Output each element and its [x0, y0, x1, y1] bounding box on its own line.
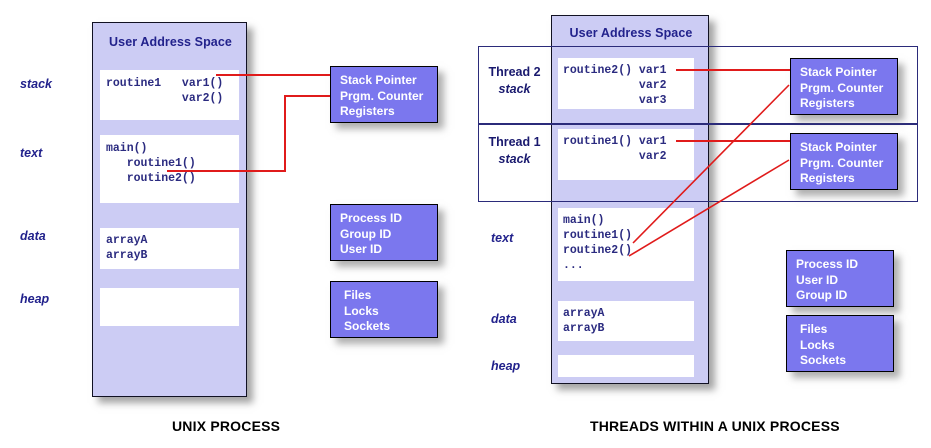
thread-1-registers-box: Stack Pointer Prgm. Counter Registers [790, 133, 898, 190]
thread-1-registers-line-1: Stack Pointer [800, 140, 877, 154]
left-registers-line-1: Stack Pointer [340, 73, 417, 87]
thread-2-sub: stack [498, 82, 531, 96]
left-data-code: arrayA arrayB [106, 234, 148, 262]
left-ids-line-1: Process ID [340, 211, 403, 225]
right-data-code: arrayA arrayB [563, 307, 605, 335]
left-connector-stack-to-registers [216, 74, 331, 76]
right-text-segment: main() routine1() routine2() ... [558, 208, 694, 281]
thread-2-registers-box: Stack Pointer Prgm. Counter Registers [790, 58, 898, 115]
left-ids-line-3: User ID [340, 242, 383, 256]
right-resources-line-1: Files [800, 322, 828, 336]
right-side-label-heap: heap [491, 359, 521, 373]
left-resources-line-1: Files [344, 288, 372, 302]
thread-2-stack-segment: routine2() var1 var2 var3 [558, 58, 694, 109]
thread-1-registers-line-2: Prgm. Counter [800, 155, 884, 170]
left-caption: UNIX PROCESS [172, 418, 281, 434]
left-resources-line-3: Sockets [344, 319, 391, 333]
thread-2-registers-line-3: Registers [800, 96, 855, 110]
right-caption: THREADS WITHIN A UNIX PROCESS [590, 418, 840, 434]
thread-1-name: Thread 1 [488, 135, 541, 149]
thread-1-sub: stack [498, 152, 531, 166]
right-panel-title: User Address Space [569, 26, 693, 40]
left-resources-line-2: Locks [344, 303, 379, 318]
right-heap-segment [558, 355, 694, 377]
left-side-label-heap: heap [20, 292, 50, 306]
left-heap-segment [100, 288, 239, 326]
left-side-label-stack: stack [20, 77, 52, 91]
left-registers-line-2: Prgm. Counter [340, 88, 424, 103]
right-resources-line-2: Locks [800, 337, 835, 352]
left-text-segment: main() routine1() routine2() [100, 135, 239, 203]
left-connector-routine1-vertical [284, 95, 286, 172]
left-ids-line-2: Group ID [340, 226, 392, 241]
right-resources-box: Files Locks Sockets [786, 315, 894, 372]
thread-2-registers-line-1: Stack Pointer [800, 65, 877, 79]
left-side-label-text: text [20, 146, 43, 160]
thread-2-registers-line-2: Prgm. Counter [800, 80, 884, 95]
left-data-segment: arrayA arrayB [100, 228, 239, 269]
thread-1-connector-var1 [676, 140, 790, 142]
right-side-label-text: text [491, 231, 514, 245]
thread-2-name: Thread 2 [488, 65, 541, 79]
left-panel-title: User Address Space [109, 35, 232, 49]
left-side-label-data: data [20, 229, 46, 243]
right-ids-line-3: Group ID [796, 288, 848, 302]
left-stack-code: routine1 var1() var2() [106, 77, 224, 105]
thread-2-connector-var1 [676, 69, 790, 71]
left-connector-routine1-horizontal [167, 170, 285, 172]
thread-1-stack-code: routine1() var1 var2 [563, 135, 667, 163]
right-ids-box: Process ID User ID Group ID [786, 250, 894, 307]
left-registers-line-3: Registers [340, 104, 395, 118]
right-ids-line-1: Process ID [796, 257, 859, 271]
left-connector-routine1-to-registers [284, 95, 331, 97]
right-side-label-data: data [491, 312, 517, 326]
left-ids-box: Process ID Group ID User ID [330, 204, 438, 261]
right-text-code: main() routine1() routine2() ... [563, 214, 633, 272]
left-stack-segment: routine1 var1() var2() [100, 70, 239, 120]
thread-1-stack-segment: routine1() var1 var2 [558, 129, 694, 180]
thread-1-registers-line-3: Registers [800, 171, 855, 185]
left-registers-box: Stack Pointer Prgm. Counter Registers [330, 66, 438, 123]
left-resources-box: Files Locks Sockets [330, 281, 438, 338]
right-ids-line-2: User ID [796, 272, 839, 287]
right-resources-line-3: Sockets [800, 353, 847, 367]
right-data-segment: arrayA arrayB [558, 301, 694, 341]
left-text-code: main() routine1() routine2() [106, 142, 196, 185]
thread-2-stack-code: routine2() var1 var2 var3 [563, 64, 667, 107]
